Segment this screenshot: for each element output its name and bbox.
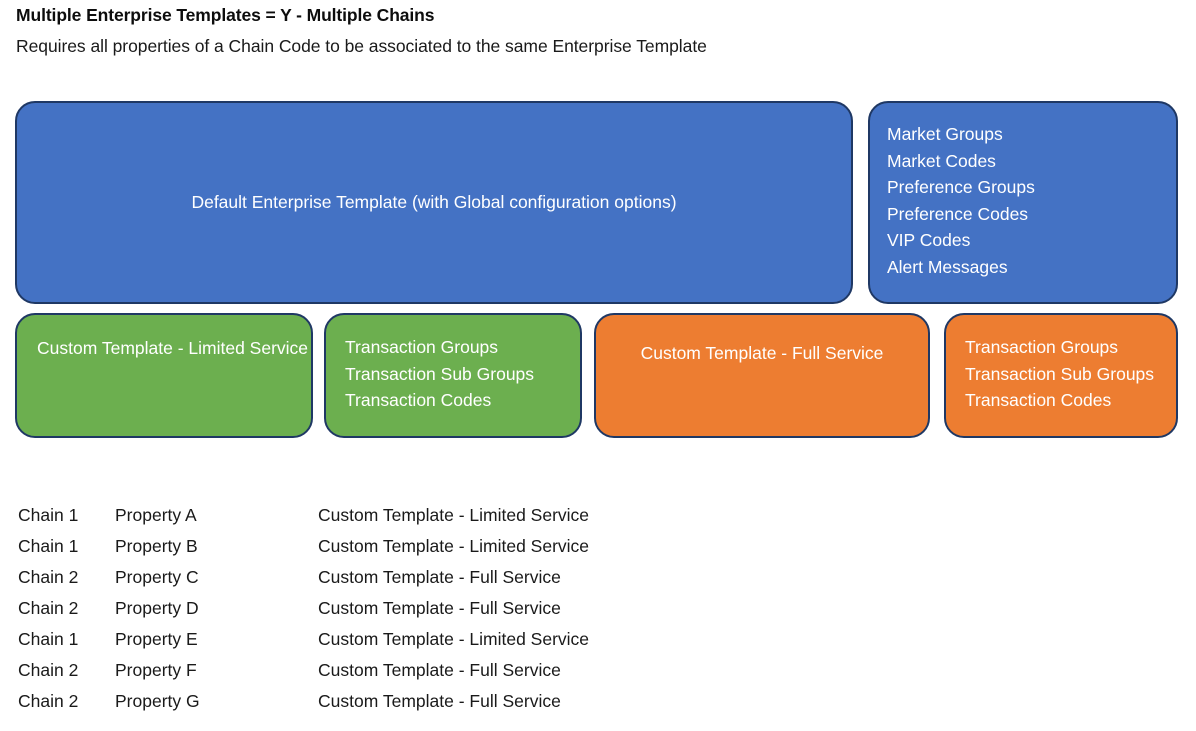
- shape-custom-template-limited-service: Custom Template - Limited Service: [15, 313, 313, 438]
- cell-chain: Chain 1: [18, 629, 79, 649]
- shape-full-transactions-list-label: Transaction Groups Transaction Sub Group…: [965, 337, 1155, 410]
- cell-template: Custom Template - Limited Service: [318, 629, 590, 649]
- table-row: Chain 1 Property A Custom Template - Limit…: [18, 500, 818, 531]
- shape-custom-template-full-service-label: Custom Template - Full Service: [640, 343, 884, 364]
- shape-full-transactions-list: Transaction Groups Transaction Sub Group…: [944, 313, 1178, 438]
- cell-chain: Chain 2: [18, 598, 79, 618]
- cell-chain: Chain 1: [18, 536, 79, 556]
- table-row: Chain 1 Property B Custom Template - Limit…: [18, 531, 818, 562]
- cell-template: Custom Template - Limited Service: [318, 536, 590, 556]
- cell-chain: Chain 1: [18, 505, 79, 525]
- cell-property: Property B: [115, 536, 198, 556]
- cell-property: Property D: [115, 598, 199, 618]
- cell-template: Custom Template - Full Service: [318, 660, 561, 680]
- shape-custom-template-full-service: Custom Template - Full Service: [594, 313, 930, 438]
- shape-global-codes-list: Market Groups Market Codes Preference Gr…: [868, 101, 1178, 304]
- table-row: Chain 2 Property D Custom Template - Full …: [18, 593, 818, 624]
- shape-limited-transactions-list-label: Transaction Groups Transaction Sub Group…: [345, 337, 535, 410]
- shape-limited-transactions-list: Transaction Groups Transaction Sub Group…: [324, 313, 582, 438]
- table-row: Chain 2 Property G Custom Template - Full …: [18, 686, 818, 717]
- shape-default-enterprise-template-label: Default Enterprise Template (with Global…: [191, 192, 677, 213]
- cell-property: Property G: [115, 691, 200, 711]
- page-subtitle: Requires all properties of a Chain Code …: [16, 36, 707, 56]
- table-row: Chain 1 Property E Custom Template - Limit…: [18, 624, 818, 655]
- cell-property: Property A: [115, 505, 197, 525]
- property-mapping-table: Chain 1 Property A Custom Template - Limit…: [18, 500, 818, 717]
- table-row: Chain 2 Property F Custom Template - Full …: [18, 655, 818, 686]
- cell-chain: Chain 2: [18, 567, 79, 587]
- shape-default-enterprise-template: Default Enterprise Template (with Global…: [15, 101, 853, 304]
- cell-property: Property C: [115, 567, 199, 587]
- cell-property: Property E: [115, 629, 198, 649]
- heading-block: Multiple Enterprise Templates = Y - Mult…: [16, 4, 1176, 57]
- page-title: Multiple Enterprise Templates = Y - Mult…: [16, 5, 435, 25]
- cell-chain: Chain 2: [18, 660, 79, 680]
- cell-chain: Chain 2: [18, 691, 79, 711]
- shape-global-codes-list-label: Market Groups Market Codes Preference Gr…: [887, 124, 1035, 277]
- cell-template: Custom Template - Full Service: [318, 567, 561, 587]
- cell-template: Custom Template - Limited Service: [318, 505, 590, 525]
- cell-template: Custom Template - Full Service: [318, 691, 561, 711]
- table-row: Chain 2 Property C Custom Template - Full …: [18, 562, 818, 593]
- cell-property: Property F: [115, 660, 197, 680]
- shape-custom-template-limited-service-label: Custom Template - Limited Service: [37, 338, 309, 358]
- cell-template: Custom Template - Full Service: [318, 598, 561, 618]
